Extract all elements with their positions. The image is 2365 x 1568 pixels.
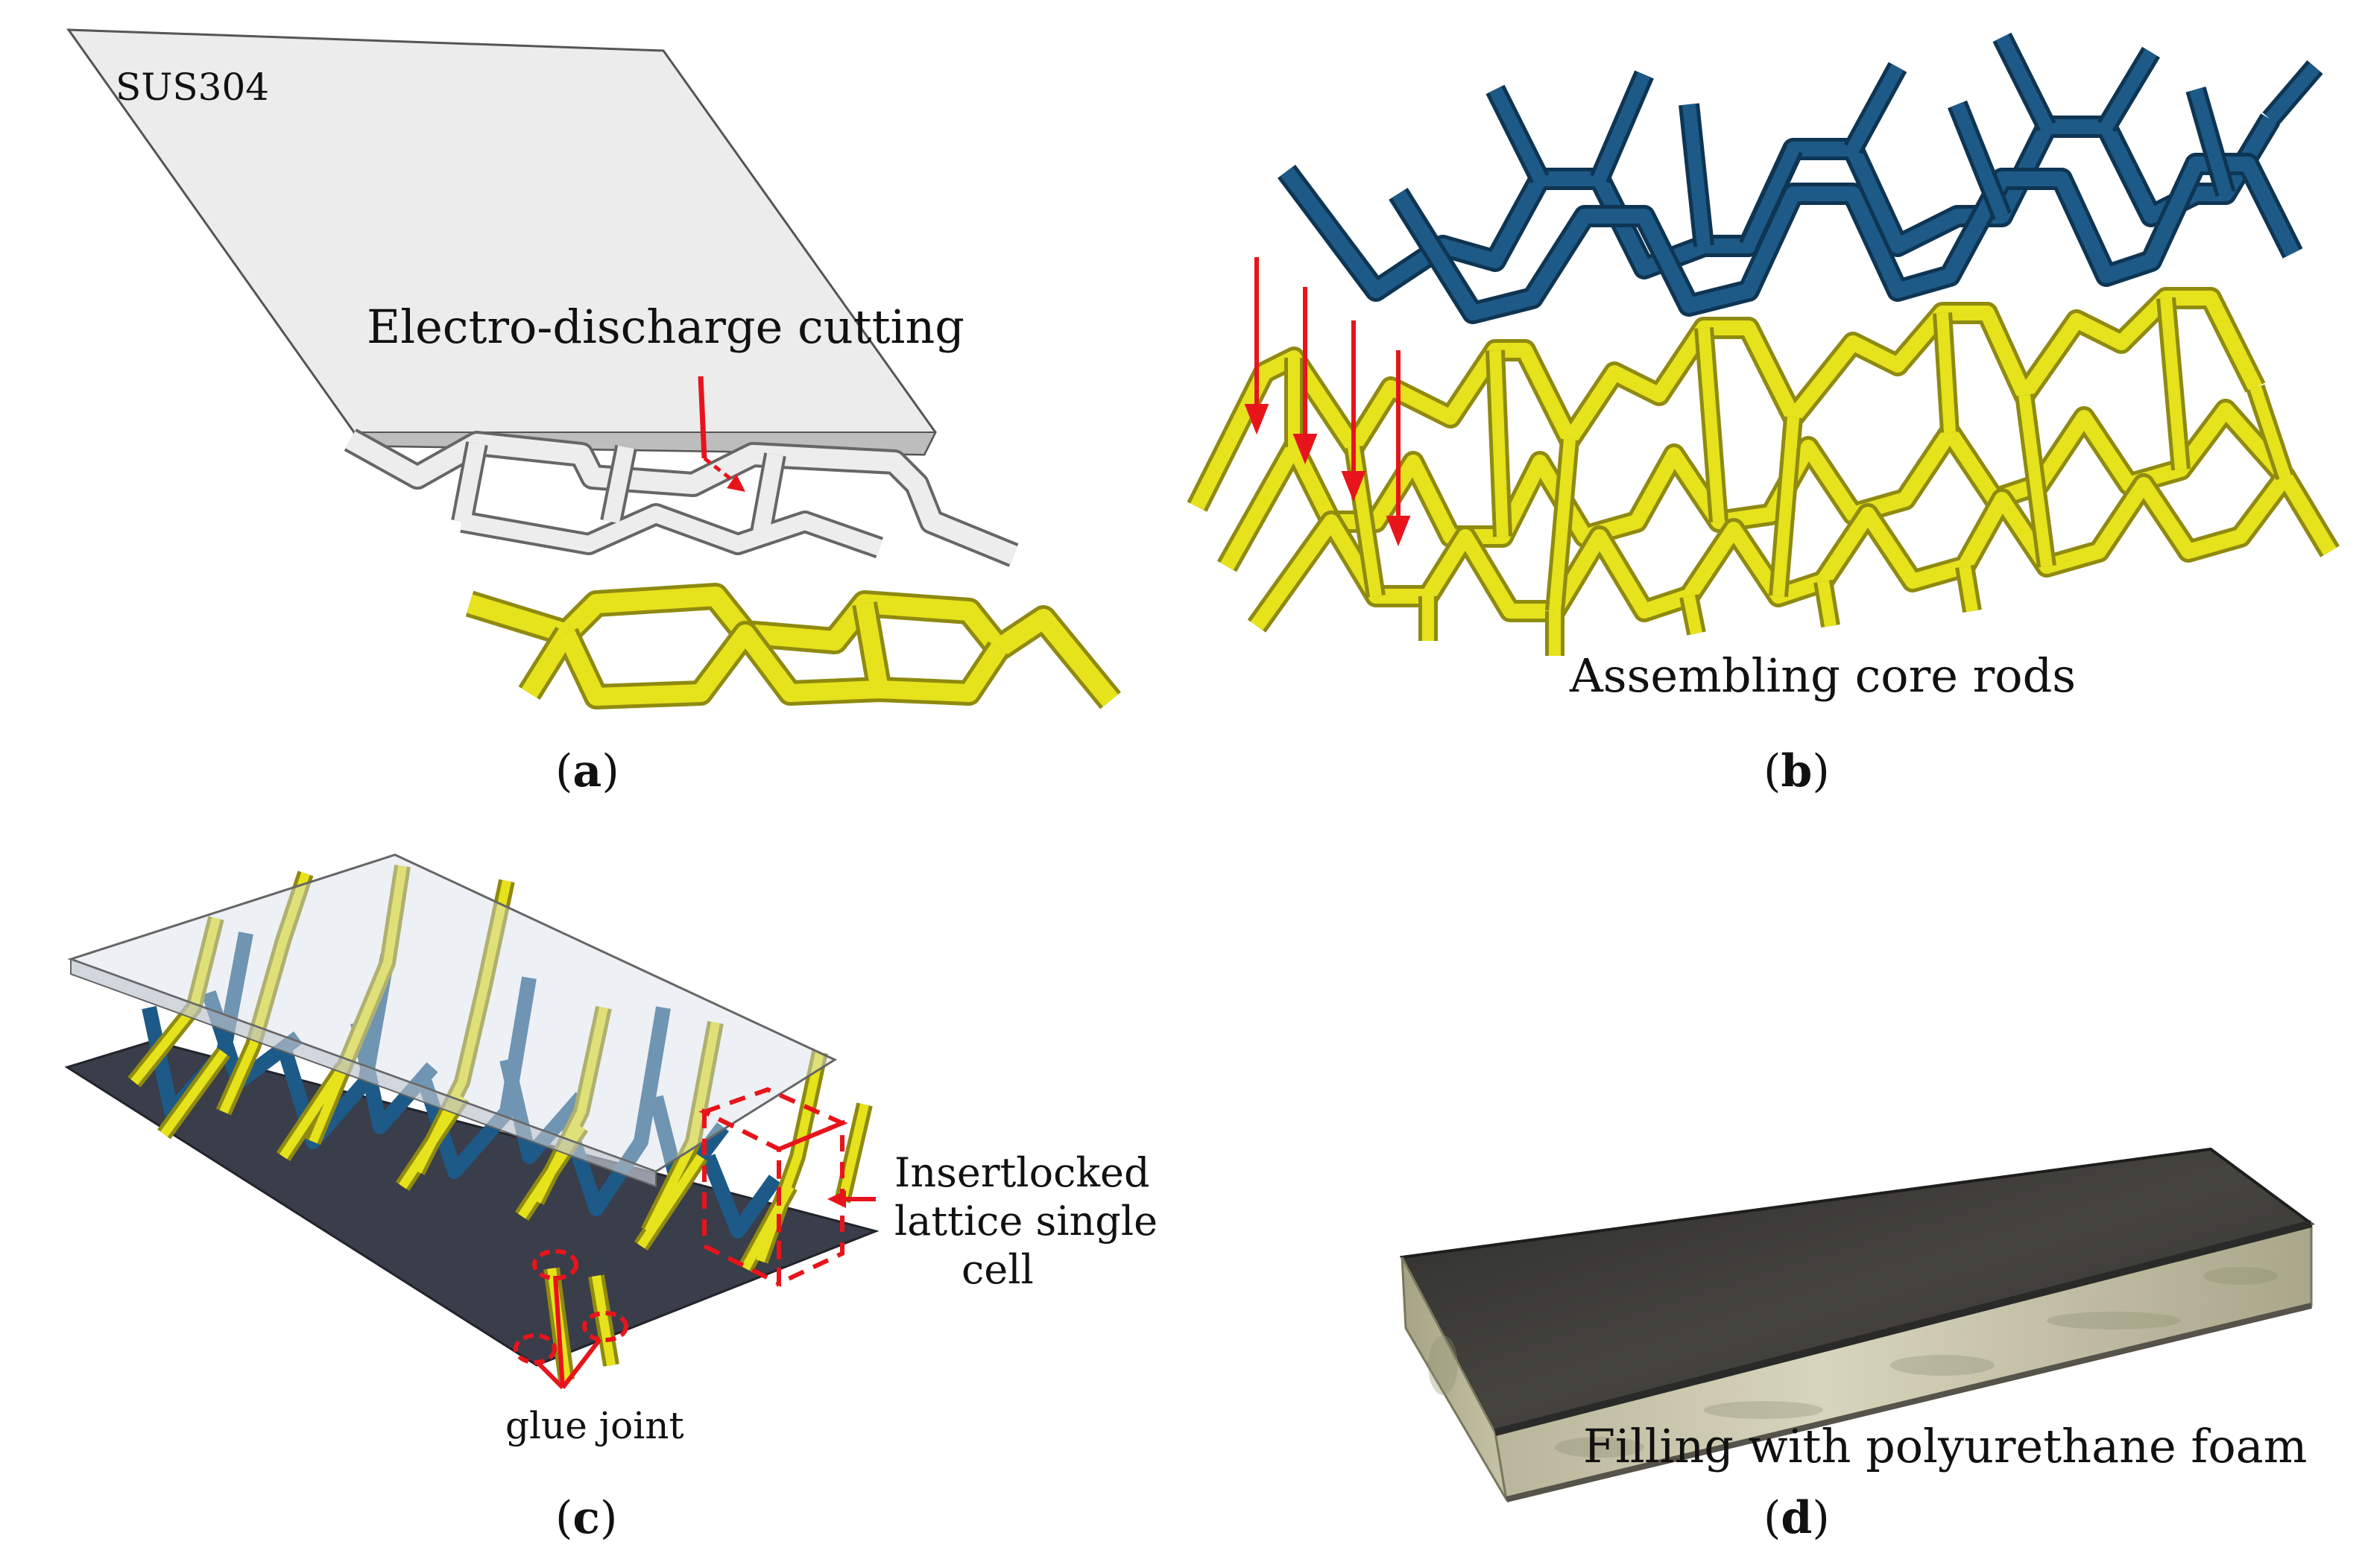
base-plate <box>64 1040 880 1367</box>
panel-b-diagram <box>1187 32 2340 656</box>
bottom-skin-edge <box>1506 1303 2312 1502</box>
panel-a-diagram <box>66 28 1121 709</box>
cell-label-line-3: cell <box>962 1246 1034 1293</box>
caption-letter: a <box>572 745 602 797</box>
process-label: Assembling core rods <box>1570 648 2077 703</box>
cell-label-line-1: Insertlocked <box>894 1149 1150 1196</box>
caption-letter: b <box>1781 745 1813 797</box>
cutting-arrow <box>698 376 745 492</box>
panel-d: Filling with polyurethane foam (d) <box>1182 784 2365 1568</box>
panel-caption: (c) <box>555 1492 618 1544</box>
panel-c-diagram <box>64 853 880 1390</box>
material-label: SUS304 <box>116 66 270 109</box>
panel-c: Insertlocked lattice single cell glue jo… <box>0 784 1182 1568</box>
assembly-arrows <box>1244 257 1411 547</box>
panel-caption: (a) <box>555 745 619 797</box>
cut-strip <box>344 429 1019 567</box>
cell-label-line-2: lattice single <box>894 1198 1158 1245</box>
blue-rod-layer <box>1278 32 2323 324</box>
process-label: Electro-discharge cutting <box>367 300 964 354</box>
panel-a: SUS304 Electro-discharge cutting (a) <box>0 0 1182 797</box>
joint-label: glue joint <box>505 1404 684 1447</box>
top-skin-edge <box>1494 1220 2313 1436</box>
glue-joint-pointers <box>534 1275 602 1390</box>
unit-cell-box <box>698 1087 848 1287</box>
panel-caption: (d) <box>1764 1492 1830 1544</box>
yellow-core-rod <box>465 583 1121 709</box>
unit-cell-pointer <box>827 1190 876 1208</box>
foam-texture <box>1428 1267 2278 1458</box>
panel-d-diagram <box>1399 1147 2315 1502</box>
top-face-sheet-edge <box>70 958 657 1188</box>
yellow-rod-layer <box>1187 287 2340 656</box>
panel-b: Assembling core rods (b) <box>1182 0 2365 797</box>
lattice-core <box>127 864 873 1382</box>
glue-joints <box>514 1249 628 1365</box>
caption-letter: d <box>1781 1492 1813 1544</box>
panel-caption: (b) <box>1764 745 1830 797</box>
caption-letter: c <box>572 1492 600 1544</box>
process-label: Filling with polyurethane foam <box>1583 1419 2308 1473</box>
